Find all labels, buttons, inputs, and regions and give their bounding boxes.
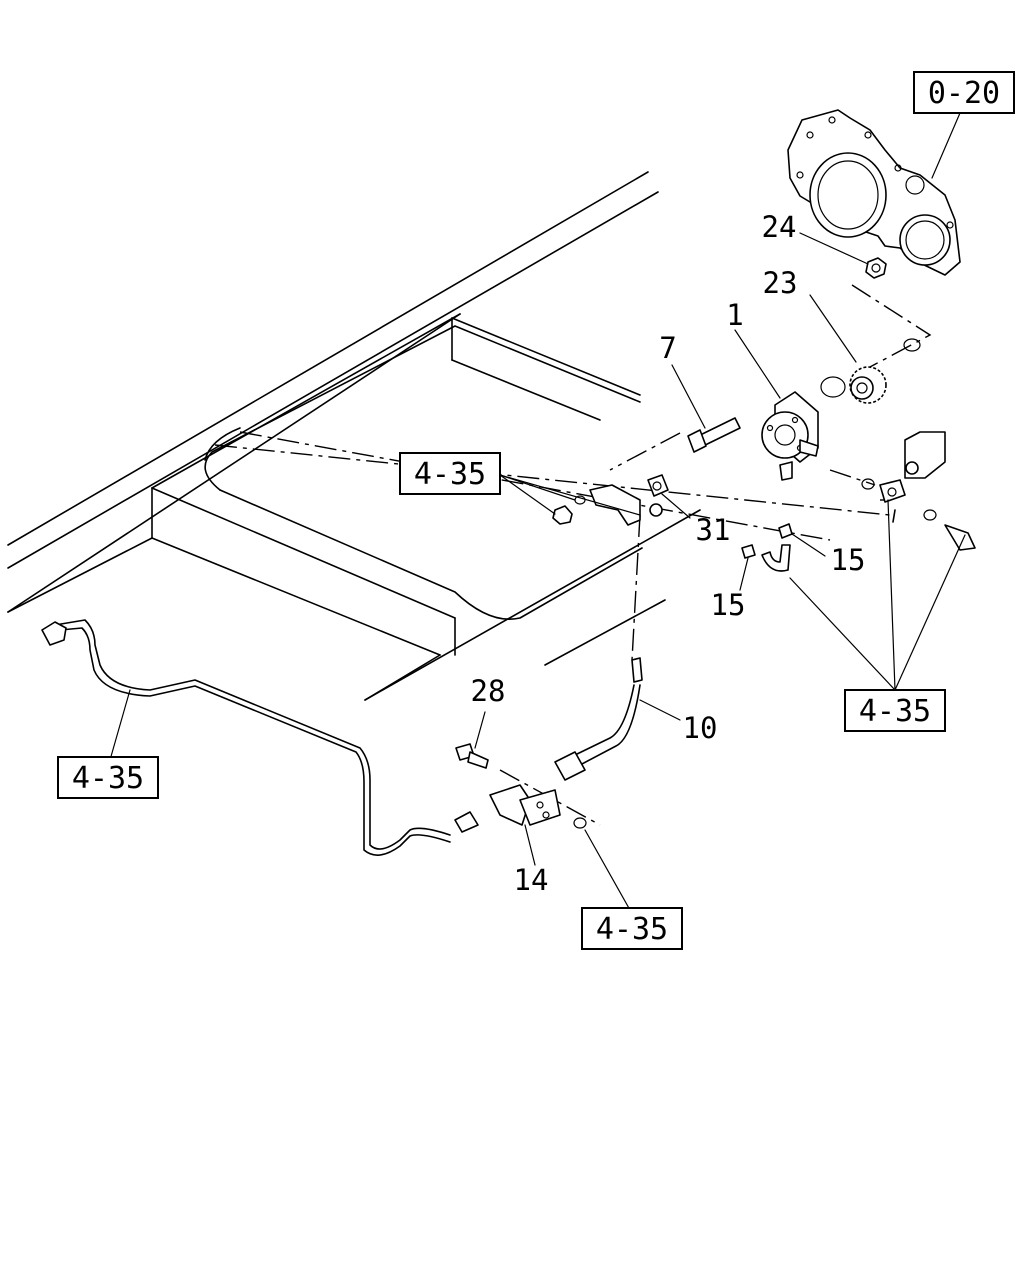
ref-label-4-35-mid-left: 4-35: [414, 457, 486, 492]
hose-15: [741, 523, 793, 572]
leader-lines: [109, 112, 966, 911]
bracket-right: [861, 431, 976, 551]
frame-cutout: [204, 325, 643, 620]
label-part-1: 1: [726, 298, 743, 332]
label-part-15b: 15: [711, 588, 746, 622]
vacuum-pump-1: [761, 391, 819, 481]
ref-box-4-35-mid-left: 4-35: [399, 452, 501, 495]
ref-box-0-20: 0-20: [913, 71, 1015, 114]
label-part-31: 31: [696, 513, 731, 547]
label-part-7: 7: [659, 331, 676, 365]
ref-label-4-35-right: 4-35: [859, 694, 931, 729]
nut-24: [865, 257, 887, 279]
label-part-28: 28: [471, 674, 506, 708]
hose-10: [554, 657, 643, 781]
label-part-14: 14: [514, 863, 549, 897]
label-part-15a: 15: [831, 543, 866, 577]
valve-14: [454, 784, 587, 833]
gear-23: [849, 366, 887, 404]
bolt-7: [687, 417, 741, 453]
ref-box-4-35-left: 4-35: [57, 756, 159, 799]
label-part-23: 23: [763, 266, 798, 300]
bolt-28: [455, 743, 489, 769]
label-part-10: 10: [683, 711, 718, 745]
frame-rails: [7, 171, 701, 701]
washer-23: [903, 338, 921, 352]
ref-label-4-35-left: 4-35: [72, 761, 144, 796]
union-bolt-31: [647, 474, 669, 497]
o-ring: [820, 376, 846, 398]
label-part-24: 24: [762, 210, 797, 244]
ref-label-0-20: 0-20: [928, 76, 1000, 111]
engine-rear-plate: [787, 109, 961, 276]
ref-box-4-35-bottom: 4-35: [581, 907, 683, 950]
ref-box-4-35-right: 4-35: [844, 689, 946, 732]
ref-label-4-35-bottom: 4-35: [596, 912, 668, 947]
bracket-left: [552, 484, 663, 526]
pipe-left: [41, 619, 451, 856]
